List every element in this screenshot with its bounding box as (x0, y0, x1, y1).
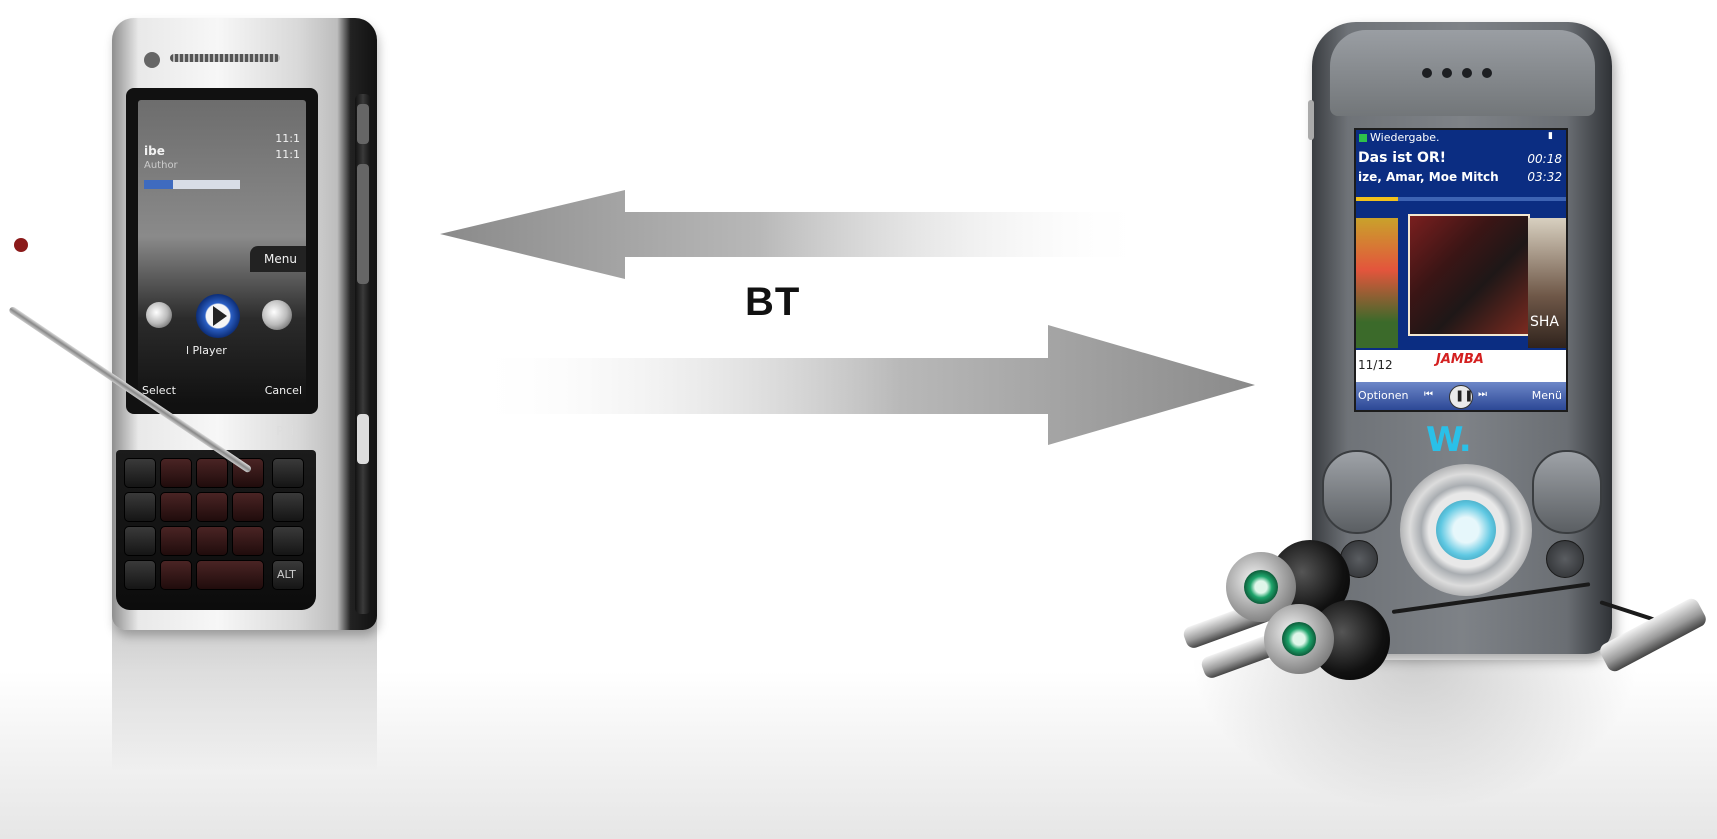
album-cover-next-text: SHA (1530, 314, 1559, 330)
speaker-dot (1482, 68, 1492, 78)
battery-icon: ▮ (1548, 131, 1553, 141)
status-text: Wiedergabe. (1370, 131, 1440, 144)
right-phone-screen[interactable]: Wiedergabe. ▮ Das ist OR! 00:18 ize, Ama… (1354, 128, 1568, 412)
softkey-options[interactable]: Optionen (1358, 389, 1408, 402)
right-phone-top-slider (1330, 30, 1595, 116)
forward-icon[interactable]: ⏭ (1478, 389, 1487, 400)
speaker-dot (1442, 68, 1452, 78)
pause-button[interactable]: ❚❚ (1449, 385, 1473, 409)
time-total: 03:32 (1527, 170, 1562, 184)
time-elapsed: 00:18 (1527, 152, 1562, 166)
brand-label: JAMBA (1436, 352, 1484, 367)
walkman-logo: W. (1426, 420, 1470, 460)
track-title: Das ist OR! (1358, 150, 1446, 166)
album-cover-current[interactable] (1408, 214, 1530, 336)
track-artists: ize, Amar, Moe Mitch (1358, 170, 1499, 184)
bluetooth-label: BT (745, 280, 800, 325)
left-softkey-button[interactable] (1322, 450, 1392, 534)
earphone-1-logo-icon (1244, 570, 1278, 604)
arrow-to-right-phone (470, 325, 1255, 445)
track-counter: 11/12 (1358, 358, 1393, 372)
rewind-icon[interactable]: ⏮ (1424, 389, 1433, 400)
clear-button[interactable] (1546, 540, 1584, 578)
album-cover-prev[interactable] (1356, 218, 1398, 348)
status-icon (1359, 134, 1367, 142)
play-pause-center-icon[interactable] (1436, 500, 1496, 560)
album-cover-next[interactable]: SHA (1528, 218, 1566, 348)
speaker-dot (1462, 68, 1472, 78)
right-phone-side-button[interactable] (1308, 100, 1314, 140)
earphone-2-logo-icon (1282, 622, 1316, 656)
arrow-to-left-phone (440, 190, 1150, 279)
speaker-dot (1422, 68, 1432, 78)
track-progress-bar (1356, 197, 1566, 201)
right-softkey-button[interactable] (1532, 450, 1602, 534)
track-progress-fill (1356, 197, 1398, 201)
pause-icon: ❚❚ (1455, 389, 1473, 402)
right-phone-reflection (1190, 660, 1640, 810)
softkey-menu[interactable]: Menü (1532, 389, 1562, 402)
screen-softkey-bar: Optionen ⏮ ❚❚ ⏭ Menü (1356, 382, 1566, 410)
